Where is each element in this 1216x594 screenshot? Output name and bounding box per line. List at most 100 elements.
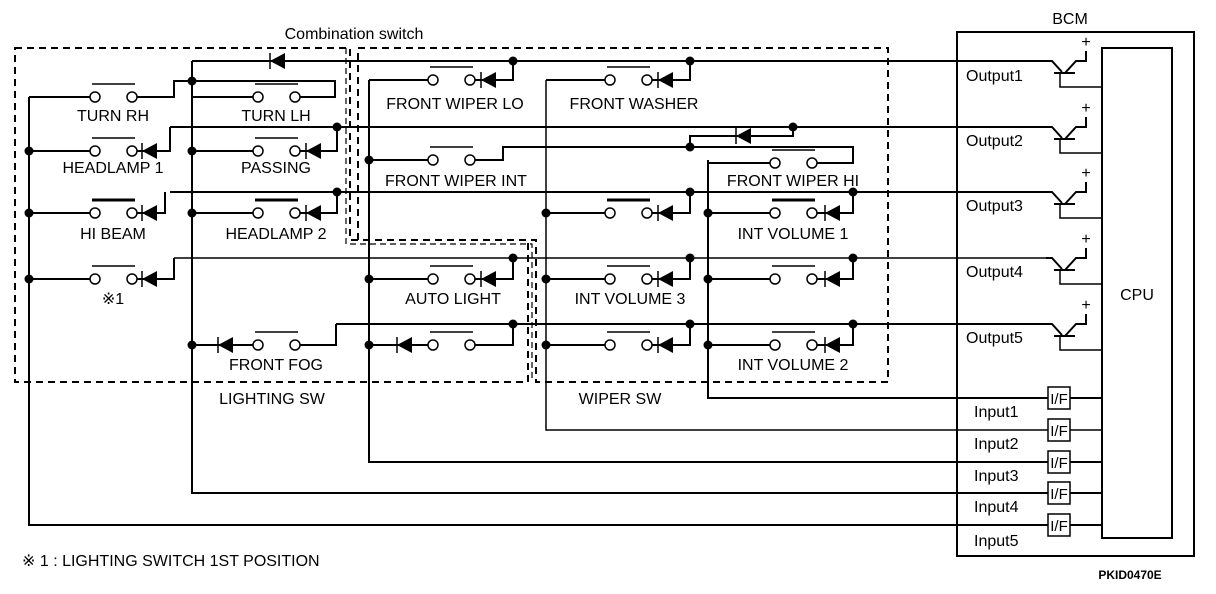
transistor-base-lead: [1046, 323, 1063, 336]
diode-symbols: [141, 53, 840, 353]
diode-icon: [141, 143, 157, 159]
switch-contact: [427, 273, 439, 285]
input4-label: Input4: [974, 499, 1019, 516]
junction-node: [187, 208, 197, 218]
switch-contact-pair: [427, 265, 476, 285]
switch-contact-pair: [604, 331, 653, 351]
transistor-emitter: [1064, 314, 1087, 337]
diode-triangle: [825, 205, 840, 221]
switch-labels: TURN RH TURN LH HEADLAMP 1 PASSING HI BE…: [62, 96, 859, 374]
diode-triangle: [825, 271, 840, 287]
junction-node: [685, 253, 695, 263]
interface-box: I/F: [1047, 513, 1071, 537]
switch-contact: [427, 154, 439, 166]
junction-node: [508, 253, 518, 263]
switch-contact: [806, 273, 818, 285]
switch-contact-pair: [252, 83, 301, 103]
switch-contact-pair: [89, 137, 138, 157]
switch-contact: [604, 339, 616, 351]
input2-label: Input2: [974, 436, 1019, 453]
lighting-sw-box: [14, 47, 529, 383]
switch-contact: [252, 339, 264, 351]
junction-nodes: [24, 56, 858, 350]
junction-node: [364, 274, 374, 284]
figure-code: PKID0470E: [1098, 568, 1161, 582]
junction-node: [848, 253, 858, 263]
diode-triangle: [142, 271, 157, 287]
diode-triangle: [397, 337, 412, 353]
switch-contact: [89, 91, 101, 103]
plus-sign: +: [1081, 297, 1090, 314]
output-labels: Output1 Output2 Output3 Output4 Output5: [966, 68, 1023, 347]
transistor-icon: +: [1046, 100, 1102, 154]
switch-contact-pair: [89, 265, 138, 285]
input5-label: Input5: [974, 533, 1019, 550]
switch-contact: [769, 339, 781, 351]
diode-triangle: [658, 337, 673, 353]
switch-contact: [289, 339, 301, 351]
switch-contact: [806, 339, 818, 351]
transistor-base-lead: [1046, 60, 1063, 73]
switch-contact: [641, 339, 653, 351]
cpu-label: CPU: [1120, 287, 1154, 304]
transistor-collector: [1059, 270, 1102, 285]
junction-node: [848, 187, 858, 197]
output5-label: Output5: [966, 330, 1023, 347]
switch-contact: [464, 339, 476, 351]
output1-label: Output1: [966, 68, 1023, 85]
diode-icon: [657, 271, 673, 287]
switch-contact-pair: [427, 146, 476, 166]
interface-label: I/F: [1050, 486, 1068, 503]
diode-triangle: [481, 271, 496, 287]
input-lines: [28, 80, 1102, 526]
switch-contact: [641, 74, 653, 86]
diode-triangle: [658, 271, 673, 287]
junction-node: [703, 208, 713, 218]
plus-sign: +: [1081, 231, 1090, 248]
transistor-collector: [1059, 336, 1102, 351]
diode-icon: [657, 205, 673, 221]
diode-icon: [269, 53, 285, 69]
plus-sign: +: [1081, 34, 1090, 51]
output2-label: Output2: [966, 133, 1023, 150]
transistor-icon: +: [1046, 297, 1102, 351]
input-labels: Input1 Input2 Input3 Input4 Input5: [974, 404, 1019, 550]
diode-triangle: [142, 205, 157, 221]
diode-icon: [480, 271, 496, 287]
interface-frame: [1047, 513, 1071, 537]
diode-icon: [824, 271, 840, 287]
diode-icon: [141, 205, 157, 221]
interface-frame: [1047, 450, 1071, 474]
junction-node: [703, 274, 713, 284]
transistor-collector: [1059, 139, 1102, 154]
footnote: ※ 1 : LIGHTING SWITCH 1ST POSITION: [22, 553, 320, 570]
interface-box: I/F: [1047, 418, 1071, 442]
switch-contact: [464, 154, 476, 166]
junction-node: [187, 76, 197, 86]
input-interfaces: I/FI/FI/FI/FI/F: [1047, 386, 1071, 537]
switch-contact-pair: [252, 137, 301, 157]
diode-triangle: [481, 72, 496, 88]
interface-box: I/F: [1047, 481, 1071, 505]
switch-contact: [126, 145, 138, 157]
interface-label: I/F: [1050, 455, 1068, 472]
input1-label: Input1: [974, 404, 1019, 421]
diode-icon: [657, 337, 673, 353]
diode-icon: [217, 337, 233, 353]
label-passing: PASSING: [241, 160, 311, 177]
label-int-volume-3: INT VOLUME 3: [575, 291, 686, 308]
switch-contact: [604, 74, 616, 86]
diode-triangle: [306, 205, 321, 221]
switch-contact: [604, 273, 616, 285]
switch-contact: [289, 91, 301, 103]
label-hi-beam: HI BEAM: [80, 226, 146, 243]
transistor-icon: +: [1046, 165, 1102, 219]
junction-node: [187, 340, 197, 350]
transistor-emitter: [1064, 248, 1087, 271]
junction-node: [685, 56, 695, 66]
switch-symbols: [89, 66, 818, 351]
diode-icon: [735, 128, 751, 144]
diode-icon: [141, 271, 157, 287]
transistor-emitter: [1064, 51, 1087, 74]
label-front-fog: FRONT FOG: [229, 357, 323, 374]
